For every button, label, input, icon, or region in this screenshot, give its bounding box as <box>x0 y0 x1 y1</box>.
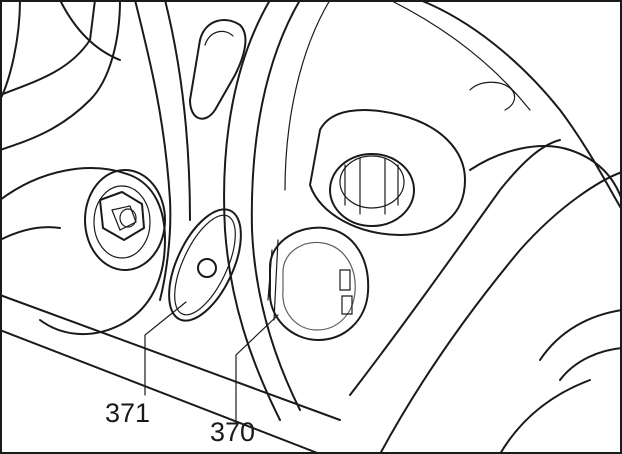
callout-371: 371 <box>105 398 150 428</box>
cap <box>267 226 370 341</box>
upper-slot <box>189 19 247 120</box>
lower-bracket <box>0 81 622 454</box>
boss-plug <box>309 109 466 236</box>
flange-arcs <box>223 0 622 421</box>
housing-outline <box>0 0 191 336</box>
leader-370 <box>235 314 279 421</box>
bolt-opening <box>84 169 166 271</box>
callout-370: 370 <box>210 417 255 447</box>
leader-371 <box>144 301 187 396</box>
o-ring <box>168 208 242 322</box>
leader-lines <box>144 301 279 421</box>
